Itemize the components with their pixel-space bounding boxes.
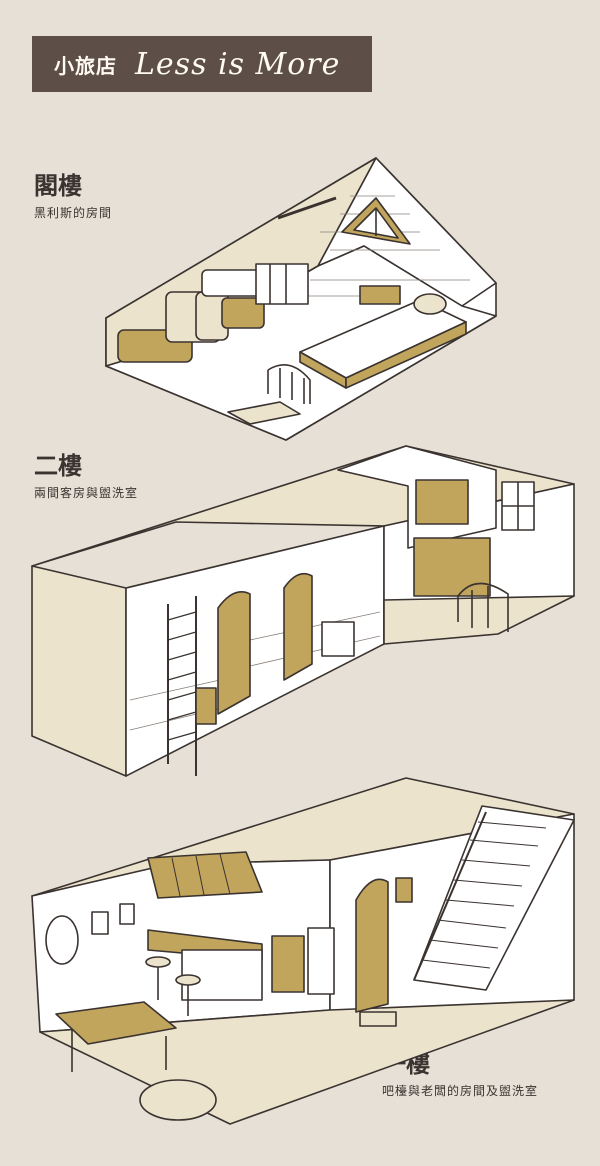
app-title: 小旅店	[54, 53, 117, 78]
artist-signature: BLACKBALL	[507, 955, 555, 978]
second-floor-subtitle: 兩間客房與盥洗室	[34, 486, 139, 500]
attic-subtitle: 黑利斯的房間	[34, 206, 113, 220]
title-banner: 小旅店 Less is More	[32, 36, 372, 92]
first-floor-title: 一樓	[382, 1049, 430, 1078]
script-title: Less is More	[135, 46, 341, 82]
second-floor-title: 二樓	[34, 451, 82, 480]
attic-title: 閣樓	[34, 171, 82, 200]
first-floor-subtitle: 吧檯與老闆的房間及盥洗室	[382, 1084, 539, 1098]
